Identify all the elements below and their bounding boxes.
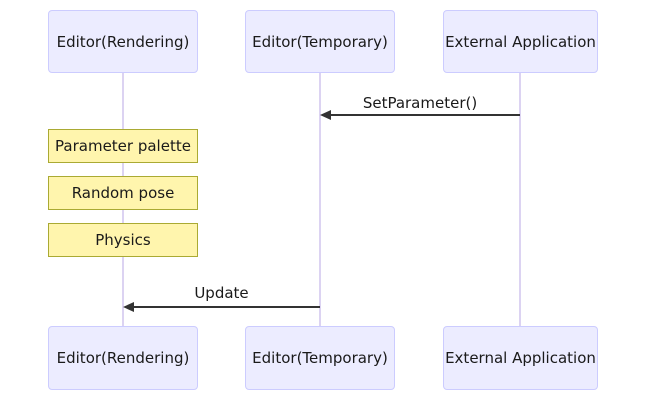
actor-label: Editor(Temporary) xyxy=(252,349,388,367)
note-label: Physics xyxy=(95,231,151,249)
note-parameter-palette: Parameter palette xyxy=(48,129,198,163)
actor-bottom-editor-rendering: Editor(Rendering) xyxy=(48,326,198,390)
arrowhead-left-icon xyxy=(320,110,331,120)
lifeline-editor-temporary xyxy=(319,73,321,326)
note-random-pose: Random pose xyxy=(48,176,198,210)
actor-label: Editor(Rendering) xyxy=(56,349,190,367)
actor-top-external-application: External Application xyxy=(443,10,598,73)
actor-label: External Application xyxy=(445,32,596,51)
message-label-update: Update xyxy=(194,284,249,302)
actor-top-editor-rendering: Editor(Rendering) xyxy=(48,10,198,73)
lifeline-external-application xyxy=(519,73,521,326)
actor-label: Editor(Temporary) xyxy=(252,32,388,51)
note-physics: Physics xyxy=(48,223,198,257)
actor-top-editor-temporary: Editor(Temporary) xyxy=(245,10,395,73)
message-line-setparameter xyxy=(329,114,520,116)
note-label: Parameter palette xyxy=(55,137,191,155)
arrowhead-left-icon xyxy=(123,302,134,312)
message-line-update xyxy=(132,306,320,308)
actor-bottom-editor-temporary: Editor(Temporary) xyxy=(245,326,395,390)
actor-label: External Application xyxy=(445,349,596,367)
actor-label: Editor(Rendering) xyxy=(56,32,190,51)
actor-bottom-external-application: External Application xyxy=(443,326,598,390)
note-label: Random pose xyxy=(71,184,175,202)
message-label-setparameter: SetParameter() xyxy=(362,94,478,112)
